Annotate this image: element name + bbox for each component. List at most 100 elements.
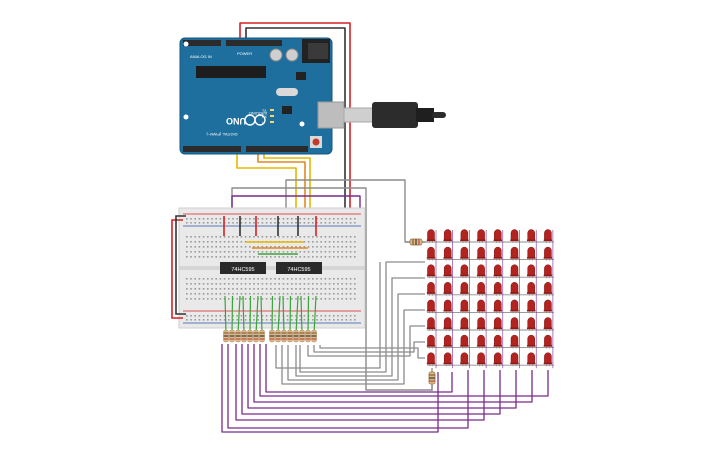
resistor [241, 329, 247, 343]
header-top-left [183, 40, 221, 46]
crystal [276, 88, 298, 96]
led [476, 317, 486, 331]
analog-label: ANALOG IN [190, 54, 212, 59]
led [460, 334, 469, 349]
led [510, 352, 519, 367]
resistor [269, 329, 275, 343]
small-chip [282, 106, 292, 114]
resistor [293, 329, 299, 343]
green-wires [224, 295, 317, 335]
resistor [299, 329, 305, 343]
led [476, 299, 486, 314]
resistor [247, 329, 253, 343]
led [510, 282, 519, 296]
wire-orange-latch [257, 152, 306, 236]
led [426, 334, 436, 349]
led [527, 352, 536, 367]
led [493, 282, 502, 296]
header-bottom-right [246, 146, 308, 152]
led [443, 334, 452, 349]
led [460, 246, 469, 261]
led [543, 246, 553, 261]
led-matrix [426, 229, 554, 369]
led [443, 317, 452, 331]
led-indicator [270, 121, 274, 123]
shift-register-1[interactable]: 74HC595 [220, 262, 266, 274]
chip-label: 74HC595 [231, 267, 254, 273]
tx-label: TX [262, 109, 267, 113]
resistor [275, 329, 281, 343]
reset-button-cap[interactable] [312, 138, 320, 146]
led [493, 299, 502, 314]
led [527, 282, 536, 296]
led [476, 282, 486, 296]
capacitor [285, 48, 299, 62]
led [476, 229, 486, 243]
led [510, 246, 519, 261]
led [543, 264, 553, 279]
led [510, 229, 519, 243]
led [443, 246, 452, 261]
led [443, 264, 452, 279]
resistor [253, 329, 259, 343]
led [543, 352, 553, 367]
l-label: L [262, 121, 264, 125]
led [460, 317, 469, 331]
led [510, 264, 519, 279]
led [543, 299, 553, 314]
board-model-text: UNO [226, 116, 246, 126]
led [476, 334, 486, 349]
arduino-uno-board[interactable]: UNO ARDUINO DIGITAL (PWM~) POWER ANALOG … [179, 37, 345, 155]
led [460, 282, 469, 296]
led [510, 317, 519, 331]
small-chip [296, 72, 306, 80]
led-indicator [270, 115, 274, 117]
header-bottom-left [183, 146, 241, 152]
led [460, 229, 469, 243]
led [493, 317, 502, 331]
rx-label: RX [262, 115, 268, 119]
led [493, 229, 502, 243]
led [426, 352, 436, 367]
led [527, 334, 536, 349]
led [426, 282, 436, 296]
led [493, 352, 502, 367]
led [527, 317, 536, 331]
digital-label: DIGITAL (PWM~) [206, 132, 238, 137]
led [543, 282, 553, 296]
led [543, 317, 553, 331]
led [493, 334, 502, 349]
wire-yellow-clock [263, 152, 311, 236]
usb-port [317, 101, 345, 129]
led [426, 299, 436, 314]
resistor [281, 329, 287, 343]
led [460, 352, 469, 367]
led [476, 352, 486, 367]
led [493, 246, 502, 261]
resistor [287, 329, 293, 343]
led [527, 246, 536, 261]
atmega-chip [196, 66, 266, 78]
wiring-layer [221, 22, 549, 433]
led [527, 299, 536, 314]
led [426, 317, 436, 331]
led [493, 264, 502, 279]
resistor [259, 329, 265, 343]
resistor [229, 329, 235, 343]
resistor-bottom [428, 368, 436, 392]
led [426, 264, 436, 279]
shift-register-2[interactable]: 74HC595 [276, 262, 322, 274]
led [543, 334, 553, 349]
chip-label: 74HC595 [287, 267, 310, 273]
led [443, 282, 452, 296]
led [426, 246, 436, 261]
brand-text: ARDUINO [249, 111, 267, 116]
resistor-array [223, 329, 317, 343]
header-top-right [226, 40, 282, 46]
led [527, 264, 536, 279]
led [443, 229, 452, 243]
resistor [305, 329, 311, 343]
resistor [311, 329, 317, 343]
arduino-logo-icon [254, 114, 266, 126]
